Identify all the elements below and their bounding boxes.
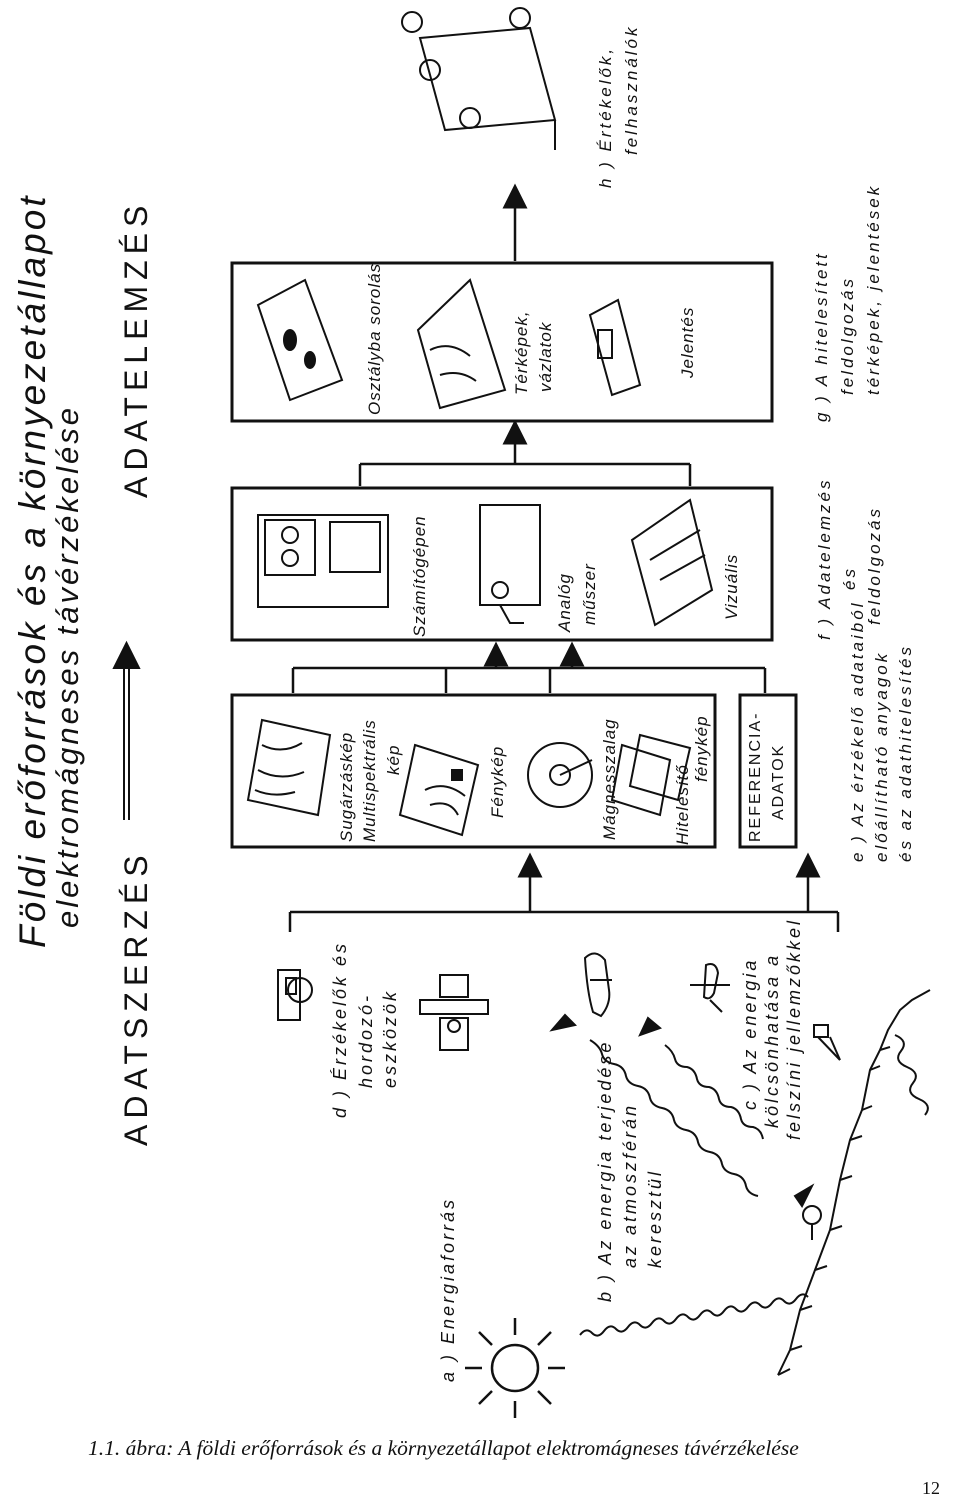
map-sketch xyxy=(416,278,507,410)
stage-g-line2: feldolgozás xyxy=(838,275,857,395)
outputs-box xyxy=(230,261,774,423)
products-to-analysis-bracket xyxy=(291,641,767,693)
tractor-icon xyxy=(277,969,313,1021)
stage-f-line1: f ) Adatelemzés xyxy=(815,477,834,640)
output-sketches: vázlatok xyxy=(536,321,555,392)
stage-f-line3: feldolgozás xyxy=(865,505,884,625)
output-report: Jelentés xyxy=(678,306,697,378)
analog-instrument-icon xyxy=(479,504,541,624)
analysis-computer: Számítógépen xyxy=(410,515,429,637)
analysis-instrument: műszer xyxy=(580,563,599,625)
stage-c-line2: kölcsönhatása a xyxy=(762,952,782,1128)
stage-d-line3: eszközök xyxy=(380,988,400,1088)
product-magnetic-tape: Mágnesszalag xyxy=(600,718,619,840)
stage-b-line1: b ) Az energia terjedése xyxy=(595,1039,615,1302)
stage-c-line1: c ) Az energia xyxy=(740,957,760,1110)
product-image: kép xyxy=(384,744,403,775)
visual-interpretation-icon xyxy=(630,498,714,627)
heading-analysis: ADATELEMZÉS xyxy=(118,199,154,498)
analysis-visual: Vizuális xyxy=(722,553,741,620)
photo-sketch xyxy=(398,743,480,837)
title-line1: Földi erőforrások és a környezetállapot xyxy=(12,193,53,948)
classification-map-sketch xyxy=(256,278,344,402)
magnetic-tape-icon xyxy=(527,742,593,808)
title-line2: elektromágneses távérzékelése xyxy=(50,405,85,928)
users-at-table-icon xyxy=(401,7,557,150)
stage-f-line2: és xyxy=(840,566,859,590)
analysis-analog: Analóg xyxy=(555,573,574,632)
analysis-methods-box xyxy=(230,486,774,642)
aircraft-icon xyxy=(583,952,612,1018)
figure-caption: 1.1. ábra: A földi erőforrások és a körn… xyxy=(88,1436,799,1460)
stage-b-line2: az atmoszférán xyxy=(620,1102,640,1268)
verification-photo-sketch xyxy=(610,733,692,817)
reference-data-line2: ADATOK xyxy=(770,743,787,820)
satellite-icon xyxy=(419,974,489,1051)
stage-g-line3: térképek, jelentések xyxy=(864,183,883,395)
stage-e-line3: és az adathitelesítés xyxy=(896,644,915,862)
stage-b-line3: keresztül xyxy=(645,1168,665,1268)
product-photo: Fénykép xyxy=(488,745,507,818)
stage-c-line3: felszíni jellemzőkkel xyxy=(784,917,804,1140)
stage-d-line2: hordozó- xyxy=(356,992,376,1088)
analysis-to-output-bracket xyxy=(358,419,692,486)
product-radiation-image: Sugárzáskép xyxy=(337,731,356,842)
page-number: 12 xyxy=(922,1478,940,1498)
sun-icon xyxy=(465,1318,565,1418)
product-verification-photo: Hitelesítő xyxy=(673,764,692,845)
radiation-image-sketch xyxy=(246,718,332,817)
product-multispectral: Multispektrális xyxy=(360,719,379,842)
stage-e-line1: e ) Az érzékelő adataiból xyxy=(848,600,867,862)
stage-g-line1: g ) A hitelesített xyxy=(812,251,831,422)
computer-icon xyxy=(257,514,389,608)
energy-wave-lines xyxy=(549,1013,929,1337)
output-classification: Osztályba sorolás xyxy=(365,262,384,415)
stage-h-line2: felhasználók xyxy=(622,24,641,155)
sensor-products-box xyxy=(230,693,717,849)
stage-d-line1: d ) Érzékelők és xyxy=(330,940,350,1118)
acquisition-bracket xyxy=(288,852,840,932)
stage-h-line1: h ) Értékelők, xyxy=(596,45,615,188)
stage-e-line2: előállítható anyagok xyxy=(872,650,891,862)
process-direction-arrow xyxy=(112,640,141,820)
stage-a-label: a ) Energiaforrás xyxy=(438,1196,458,1382)
helicopter-icon xyxy=(690,963,730,1013)
output-maps: Térképek, xyxy=(512,310,531,395)
reference-data-box xyxy=(738,693,798,849)
report-icon xyxy=(588,298,642,397)
reference-data-line1: REFERENCIA- xyxy=(747,711,764,842)
terrain-profile xyxy=(777,989,931,1376)
heading-acquisition: ADATSZERZÉS xyxy=(118,849,154,1146)
product-verification-photo-2: fénykép xyxy=(692,715,711,782)
